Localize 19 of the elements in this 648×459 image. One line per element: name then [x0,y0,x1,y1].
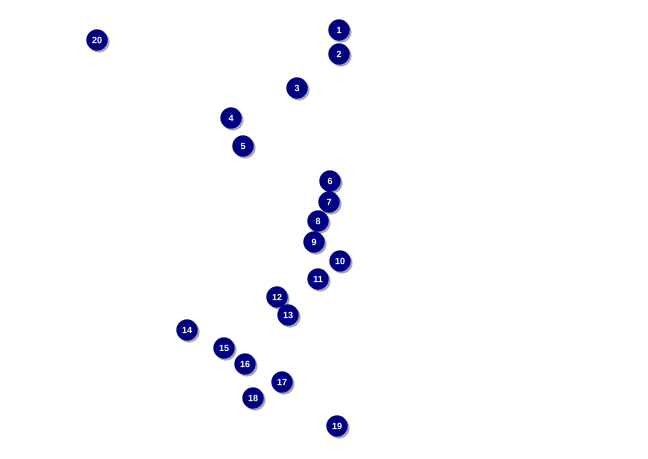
callout-number: 1 [328,19,352,42]
callout-number: 14 [176,319,200,342]
callout-number: 13 [277,304,300,328]
callout-number: 17 [271,371,294,394]
callout-number: 5 [232,135,256,158]
callout-number: 8 [307,210,330,234]
callout-number: 20 [86,29,110,52]
callout-number: 16 [234,353,258,376]
callout-number: 3 [286,77,310,100]
callout-number: 4 [220,107,244,130]
callout-number: 10 [329,250,352,274]
callout-number: 19 [326,415,350,438]
callout-number: 6 [319,170,342,194]
callout-number: 11 [307,268,330,292]
callout-number: 7 [318,191,342,214]
callout-number: 18 [242,387,266,410]
callout-number: 15 [213,337,236,360]
callout-number: 9 [303,231,326,254]
callout-number: 2 [328,43,352,66]
